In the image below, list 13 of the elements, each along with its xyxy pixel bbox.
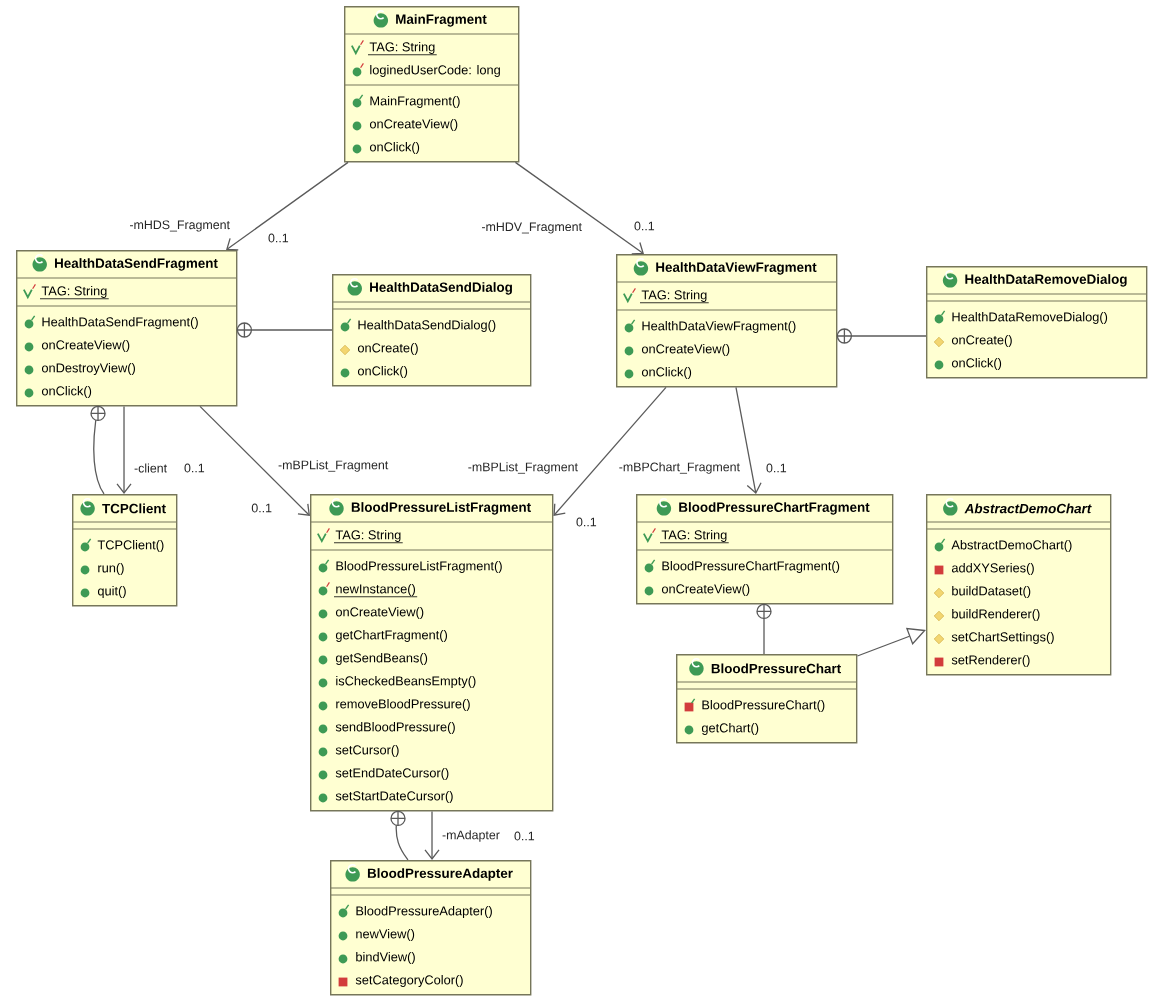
nesting-connector (90, 405, 106, 495)
nesting-connector (236, 322, 333, 338)
arrow (226, 161, 349, 251)
arrow (553, 386, 667, 516)
arrow (514, 161, 644, 255)
nesting-connector (390, 810, 409, 861)
arrow (735, 386, 762, 494)
arrow (424, 810, 440, 860)
inheritance-arrow (856, 627, 926, 657)
nesting-connector (756, 603, 772, 655)
arrow (199, 405, 310, 516)
nesting-connector (836, 328, 927, 344)
arrow (116, 405, 132, 494)
